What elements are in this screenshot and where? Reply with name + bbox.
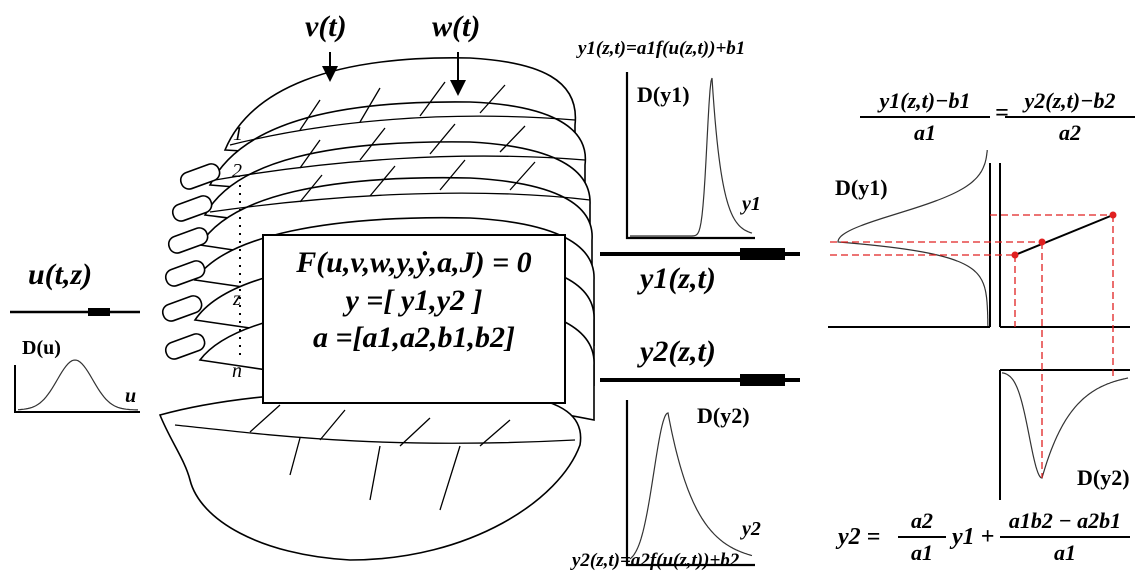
map-point-1 bbox=[1011, 251, 1019, 259]
relation-top-left: y1(z,t)−b1 a1 bbox=[860, 88, 990, 146]
leaf-stems bbox=[161, 163, 221, 360]
leaf-bottom bbox=[158, 389, 582, 561]
relation-bottom-frac1: a2 a1 bbox=[898, 508, 946, 566]
relation-top-left-num: y1(z,t)−b1 bbox=[860, 88, 990, 118]
relation-equals: = bbox=[995, 100, 1009, 126]
y1-formula: y1(z,t)=a1f(u(z,t))+b1 bbox=[578, 38, 746, 59]
right-Dy1-title: D(y1) bbox=[835, 175, 888, 200]
right-Dy2-title: D(y2) bbox=[1077, 465, 1130, 490]
leaf-veins bbox=[174, 81, 591, 511]
layer-label-z: z bbox=[233, 288, 241, 310]
relation-bottom-frac2: a1b2 − a2b1 a1 bbox=[1000, 508, 1130, 566]
relation-bottom-lhs: y2 = bbox=[838, 524, 881, 550]
Dy2-bottom-title: D(y2) bbox=[697, 403, 750, 428]
plot-Dy2-bottom bbox=[625, 400, 755, 567]
model-equation-box: F(u,v,w,y,ẏ,a,J) = 0 y =[ y1,y2 ] a =[a1… bbox=[262, 234, 566, 404]
model-equation: F(u,v,w,y,ẏ,a,J) = 0 bbox=[296, 246, 532, 279]
relation-top-left-den: a1 bbox=[914, 120, 936, 145]
relation-top-right-den: a2 bbox=[1059, 120, 1081, 145]
relation-top-right: y2(z,t)−b2 a2 bbox=[1005, 88, 1135, 146]
plot-Du bbox=[14, 359, 140, 413]
mapping-diagram bbox=[828, 150, 1130, 500]
a-definition: a =[a1,a2,b1,b2] bbox=[312, 321, 516, 354]
map-point-3 bbox=[1109, 211, 1117, 219]
Dy1-top-axis: y1 bbox=[742, 193, 761, 215]
Dy2-bottom-axis: y2 bbox=[742, 518, 761, 540]
relation-bottom-frac2-num: a1b2 − a2b1 bbox=[1000, 508, 1130, 538]
Dy1-top-title: D(y1) bbox=[637, 82, 690, 107]
y1-output-label: y1(z,t) bbox=[640, 262, 716, 295]
layer-label-1: 1 bbox=[233, 123, 243, 145]
relation-bottom-frac2-den: a1 bbox=[1054, 540, 1076, 565]
y2-formula: y2(z,t)=a2f(u(z,t))+b2 bbox=[572, 550, 740, 571]
map-point-2 bbox=[1038, 238, 1046, 246]
Du-title: D(u) bbox=[22, 337, 61, 359]
relation-bottom-frac1-den: a1 bbox=[911, 540, 933, 565]
u-label: u(t,z) bbox=[28, 258, 93, 291]
v-label: v(t) bbox=[305, 10, 347, 43]
w-label: w(t) bbox=[432, 10, 481, 43]
relation-bottom-frac1-num: a2 bbox=[898, 508, 946, 538]
plot-Dy1-top bbox=[625, 72, 755, 240]
relation-bottom-mid: y1 + bbox=[952, 524, 995, 550]
y2-output-label: y2(z,t) bbox=[640, 335, 716, 368]
layer-label-2: 2 bbox=[232, 160, 242, 182]
Du-axis-label: u bbox=[125, 385, 137, 407]
y-definition: y =[ y1,y2 ] bbox=[345, 283, 483, 317]
relation-top-right-num: y2(z,t)−b2 bbox=[1005, 88, 1135, 118]
layer-label-n: n bbox=[232, 360, 242, 382]
